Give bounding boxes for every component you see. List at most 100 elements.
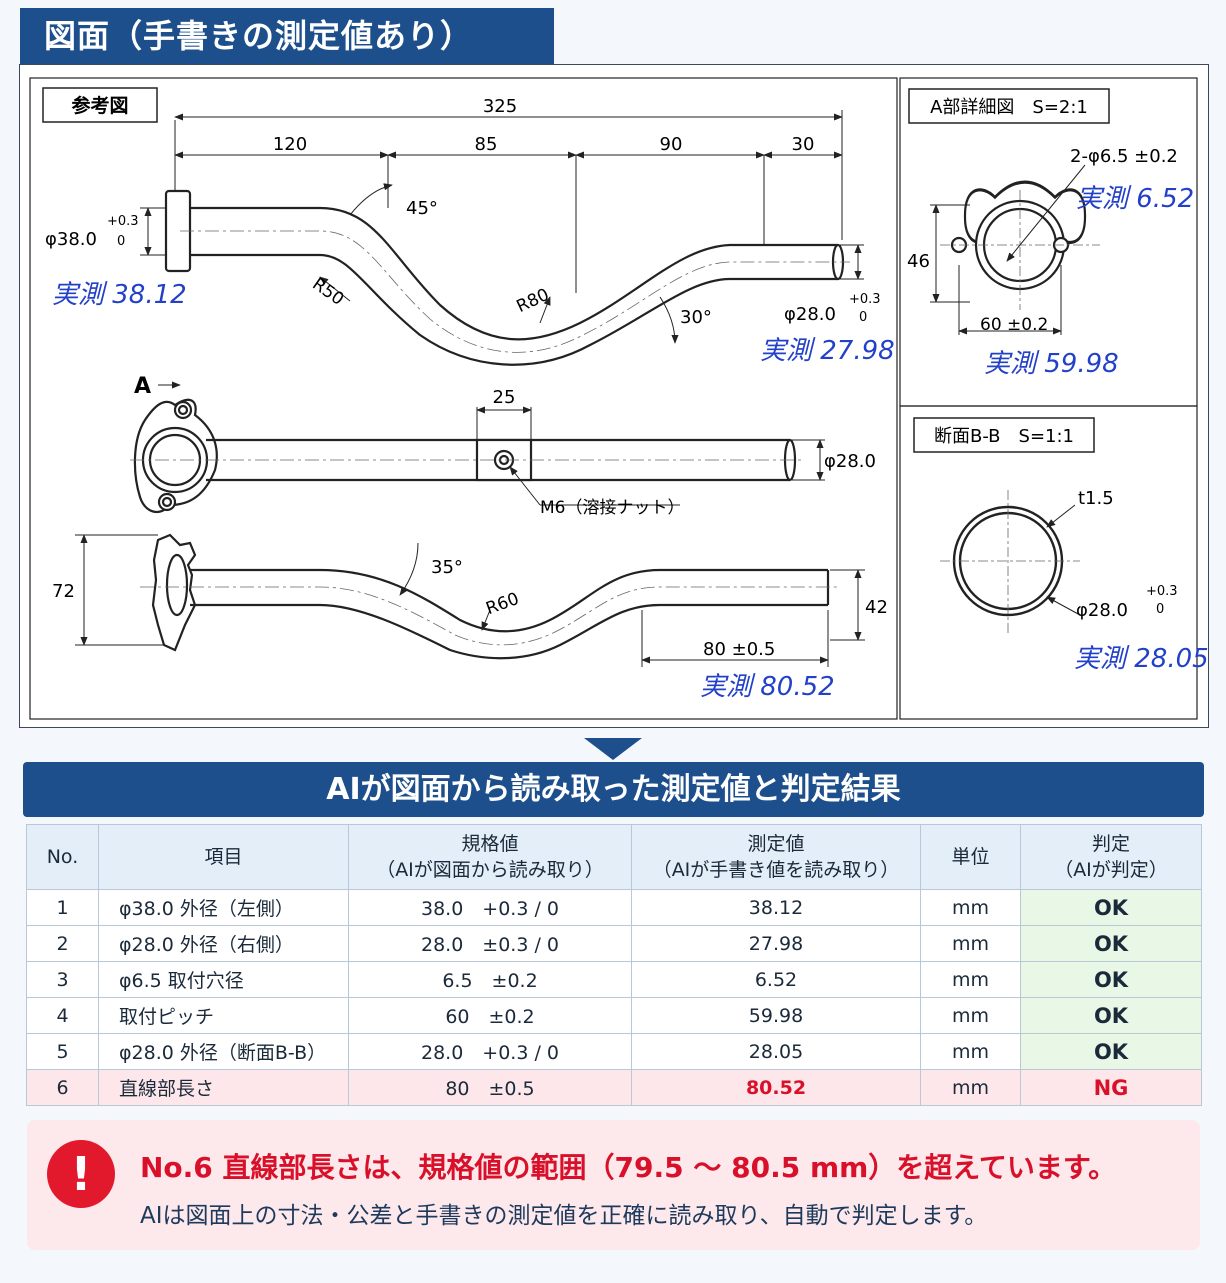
tol-phi38-upper: +0.3 [107, 214, 139, 229]
dim-phi28-top: φ28.0 [784, 304, 836, 325]
tol-phi28-sec-upper: +0.3 [1146, 584, 1178, 599]
dim-phi28-mid: φ28.0 [824, 451, 876, 472]
header-judge: 判定 （AIが判定） [1020, 824, 1202, 890]
header-measured: 測定値 （AIが手書き値を読み取り） [631, 824, 921, 890]
hand-phi28: 実測 27.98 [760, 336, 895, 366]
dim-325: 325 [483, 96, 517, 117]
main-view-frame [29, 77, 898, 720]
header-unit: 単位 [920, 824, 1021, 890]
table-row-ng: 6 直線部長さ 80 ±0.5 80.52 mm NG [26, 1069, 1202, 1106]
dim-90: 90 [660, 134, 683, 155]
dim-120: 120 [273, 134, 307, 155]
header-spec-line1: 規格値 [461, 833, 519, 855]
cell-item: φ28.0 外径（断面B-B） [98, 1033, 349, 1070]
cell-no: 6 [26, 1069, 99, 1106]
cell-unit: mm [920, 925, 1021, 962]
cell-spec: 28.0 ±0.3 / 0 [348, 925, 632, 962]
header-meas-line1: 測定値 [747, 833, 805, 855]
section-b-frame [899, 405, 1198, 720]
header-spec: 規格値 （AIが図面から読み取り） [348, 824, 632, 890]
dim-t15: t1.5 [1078, 488, 1114, 509]
tol-phi28-sec-lower: 0 [1156, 602, 1164, 617]
table-row: 3 φ6.5 取付穴径 6.5 ±0.2 6.52 mm OK [26, 961, 1202, 998]
header-item: 項目 [98, 824, 349, 890]
cell-measured: 38.12 [631, 889, 921, 926]
alert-box: ! No.6 直線部長さは、規格値の範囲（79.5 ～ 80.5 mm）を超えて… [27, 1120, 1200, 1250]
cell-judgement: NG [1020, 1069, 1202, 1106]
cell-measured: 28.05 [631, 1033, 921, 1070]
header-judge-line2: （AIが判定） [1054, 859, 1168, 881]
table-row: 5 φ28.0 外径（断面B-B） 28.0 +0.3 / 0 28.05 mm… [26, 1033, 1202, 1070]
cell-spec: 60 ±0.2 [348, 997, 632, 1034]
middle-view-pipe [133, 398, 218, 514]
ref-label: 参考図 [71, 94, 128, 117]
section-b-label: 断面B-B S=1:1 [934, 426, 1074, 447]
cell-unit: mm [920, 1033, 1021, 1070]
dim-30deg: 30° [680, 307, 712, 328]
detail-a-flange [950, 180, 1087, 291]
arrow-down-icon [584, 738, 642, 760]
hand-holes: 実測 6.52 [1076, 184, 1194, 214]
dim-25: 25 [493, 387, 516, 408]
cell-item: 取付ピッチ [98, 997, 349, 1034]
alert-message: No.6 直線部長さは、規格値の範囲（79.5 ～ 80.5 mm）を超えていま… [140, 1151, 1117, 1184]
tol-phi38-lower: 0 [117, 234, 125, 249]
cell-spec: 38.0 +0.3 / 0 [348, 889, 632, 926]
dim-80: 80 ±0.5 [703, 639, 775, 660]
cell-no: 3 [26, 961, 99, 998]
cell-no: 4 [26, 997, 99, 1034]
cell-unit: mm [920, 961, 1021, 998]
dim-phi38: φ38.0 [45, 229, 97, 250]
cell-spec: 80 ±0.5 [348, 1069, 632, 1106]
cell-judgement: OK [1020, 997, 1202, 1034]
dim-r50: R50 [308, 274, 347, 310]
header-meas-line2: （AIが手書き値を読み取り） [652, 859, 900, 881]
cell-item: φ28.0 外径（右側） [98, 925, 349, 962]
cell-measured: 6.52 [631, 961, 921, 998]
tol-phi28-top-upper: +0.3 [849, 292, 881, 307]
cell-judgement: OK [1020, 889, 1202, 926]
header-spec-line2: （AIが図面から読み取り） [376, 859, 604, 881]
header-judge-line1: 判定 [1091, 833, 1130, 855]
cell-unit: mm [920, 889, 1021, 926]
top-view-pipe [164, 189, 845, 366]
note-m6: M6（溶接ナット） [540, 498, 684, 518]
drawing-panel: 参考図 A部詳細図 S=2:1 断面B-B S=1:1 325 120 8 [19, 64, 1209, 728]
table-header-row: No. 項目 規格値 （AIが図面から読み取り） 測定値 （AIが手書き値を読み取り… [26, 824, 1202, 890]
hand-80: 実測 80.52 [700, 672, 835, 702]
cell-measured: 59.98 [631, 997, 921, 1034]
dim-r80: R80 [514, 285, 553, 317]
cell-judgement: OK [1020, 925, 1202, 962]
dim-holes: 2-φ6.5 ±0.2 [1070, 146, 1178, 167]
bottom-view-pipe [151, 533, 830, 660]
dim-r60: R60 [483, 589, 521, 619]
results-title: AIが図面から読み取った測定値と判定結果 [23, 762, 1204, 817]
cell-judgement: OK [1020, 1033, 1202, 1070]
hand-phi38: 実測 38.12 [52, 280, 187, 310]
header-no: No. [26, 824, 99, 890]
exclamation-icon: ! [47, 1140, 115, 1208]
cell-no: 2 [26, 925, 99, 962]
cell-no: 5 [26, 1033, 99, 1070]
dim-42: 42 [865, 597, 888, 618]
dim-30: 30 [792, 134, 815, 155]
dim-60: 60 ±0.2 [980, 315, 1048, 335]
alert-description: AIは図面上の寸法・公差と手書きの測定値を正確に読み取り、自動で判定します。 [140, 1203, 988, 1229]
hand-60: 実測 59.98 [984, 349, 1119, 379]
detail-a-label: A部詳細図 S=2:1 [930, 97, 1088, 118]
view-a-label: A [134, 374, 151, 399]
cell-item: 直線部長さ [98, 1069, 349, 1106]
table-row: 2 φ28.0 外径（右側） 28.0 ±0.3 / 0 27.98 mm OK [26, 925, 1202, 962]
cell-spec: 28.0 +0.3 / 0 [348, 1033, 632, 1070]
cell-unit: mm [920, 997, 1021, 1034]
cell-item: φ6.5 取付穴径 [98, 961, 349, 998]
dim-45deg: 45° [406, 198, 438, 219]
dim-35deg: 35° [431, 557, 463, 578]
cell-unit: mm [920, 1069, 1021, 1106]
cell-item: φ38.0 外径（左側） [98, 889, 349, 926]
tol-phi28-top-lower: 0 [859, 310, 867, 325]
cell-spec: 6.5 ±0.2 [348, 961, 632, 998]
cell-judgement: OK [1020, 961, 1202, 998]
dim-phi28-sec: φ28.0 [1076, 600, 1128, 621]
cell-measured: 27.98 [631, 925, 921, 962]
